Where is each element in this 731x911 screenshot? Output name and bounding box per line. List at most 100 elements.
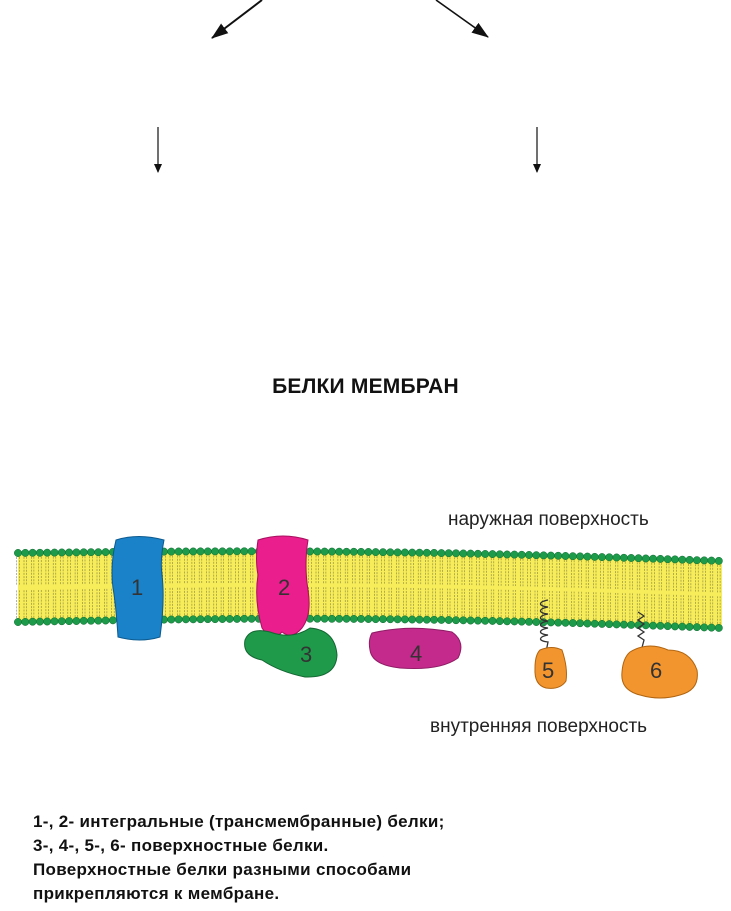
- lipid-head: [678, 555, 687, 564]
- lipid-head: [452, 616, 460, 625]
- lipid-head: [57, 548, 66, 557]
- lipid-head: [685, 555, 694, 564]
- lipid-head: [656, 554, 665, 563]
- lipid-head: [700, 623, 709, 632]
- lipid-head: [327, 614, 336, 623]
- lipid-head: [371, 615, 380, 624]
- lipid-head: [510, 617, 519, 626]
- lipid-head: [459, 549, 468, 558]
- lipid-head: [50, 548, 59, 557]
- lipid-head: [495, 617, 504, 626]
- lipid-head: [203, 615, 212, 624]
- lipid-head: [189, 615, 198, 624]
- lipid-head: [349, 547, 358, 556]
- lipid-head: [619, 620, 628, 629]
- protein-6-chain-anchor: [636, 611, 646, 656]
- lipid-head: [678, 622, 687, 631]
- protein-5-helix-anchor: [539, 599, 549, 653]
- lipid-head: [167, 615, 176, 624]
- lipid-head: [532, 618, 541, 626]
- lipid-head: [481, 550, 490, 558]
- lipid-head: [525, 551, 533, 559]
- lipid-head: [72, 617, 81, 625]
- lipid-head: [598, 619, 606, 628]
- lipid-head: [247, 547, 256, 556]
- lipid-head: [605, 553, 614, 562]
- lipid-head: [203, 547, 212, 556]
- lipid-head: [444, 616, 453, 624]
- lipid-head: [583, 619, 592, 628]
- lipid-head: [656, 621, 665, 630]
- lipid-head: [437, 549, 446, 558]
- lipid-head: [473, 549, 482, 558]
- outer-surface-label: наружная поверхность: [448, 509, 649, 530]
- lipid-head: [554, 618, 563, 627]
- lipid-head: [174, 547, 183, 556]
- lipid-head: [539, 551, 548, 560]
- protein-4-peripheral: [368, 627, 462, 669]
- lipid-head: [364, 615, 373, 623]
- lipid-head: [101, 548, 110, 557]
- lipid-head: [28, 548, 37, 557]
- lipid-head: [386, 615, 395, 624]
- inner-surface-label: внутренняя поверхность: [430, 716, 648, 737]
- lipid-head: [21, 617, 30, 626]
- protein-1-number: 1: [131, 575, 143, 600]
- caption-line-2: 3-, 4-, 5-, 6- поверхностные белки.: [33, 836, 329, 855]
- lipid-head: [181, 615, 190, 624]
- lipid-head: [671, 555, 679, 564]
- lipid-head: [327, 547, 336, 556]
- lipid-head: [371, 548, 380, 557]
- lipid-head: [364, 548, 373, 556]
- lipid-head: [510, 550, 519, 559]
- protein-4-number: 4: [410, 641, 422, 666]
- lipid-head: [583, 552, 592, 561]
- lipid-head: [35, 617, 44, 626]
- lipid-head: [444, 549, 453, 558]
- lipid-head: [481, 616, 490, 625]
- lipid-head: [211, 547, 220, 556]
- lipid-head: [649, 621, 658, 630]
- lipid-head: [306, 547, 314, 556]
- lipid-head: [196, 547, 205, 556]
- lipid-head: [663, 555, 672, 564]
- lipid-head: [408, 548, 417, 557]
- lipid-head: [415, 615, 424, 624]
- caption: 1-, 2- интегральные (трансмембранные) бе…: [33, 810, 445, 906]
- lipid-head: [568, 619, 577, 627]
- protein-6-peripheral: [621, 645, 698, 699]
- lipid-head: [240, 614, 249, 623]
- lipid-head: [320, 614, 329, 623]
- lipid-head: [79, 548, 88, 557]
- lipid-head: [50, 617, 59, 626]
- lipid-head: [101, 616, 110, 625]
- lipid-head: [641, 554, 650, 563]
- lipid-head: [517, 617, 526, 626]
- lipid-head: [79, 616, 88, 625]
- lipid-head: [225, 614, 234, 623]
- diagram-title: БЕЛКИ МЕМБРАН: [272, 375, 459, 398]
- protein-3-number: 3: [300, 642, 312, 667]
- lipid-head: [57, 617, 66, 626]
- lipid-head: [335, 547, 344, 556]
- lipid-head: [14, 618, 22, 626]
- lipid-head: [422, 548, 431, 557]
- lipid-head: [495, 550, 504, 559]
- lipid-head: [707, 623, 716, 632]
- lipid-head: [598, 553, 606, 562]
- lipid-head: [72, 548, 81, 557]
- caption-line-4: прикрепляются к мембране.: [33, 884, 280, 903]
- lipid-head: [532, 551, 541, 560]
- lipid-head: [408, 615, 417, 624]
- lipid-head: [65, 548, 74, 557]
- lipid-head: [561, 552, 570, 560]
- lipid-head: [21, 548, 30, 557]
- protein-5-peripheral: [534, 647, 567, 689]
- lipid-head: [393, 615, 402, 624]
- lipid-head: [35, 548, 44, 557]
- lipid-head: [430, 615, 439, 624]
- lipid-head: [349, 614, 358, 623]
- lipid-head: [225, 547, 234, 556]
- arrow-left-diagonal: [211, 0, 263, 39]
- caption-line-1: 1-, 2- интегральные (трансмембранные) бе…: [33, 812, 445, 831]
